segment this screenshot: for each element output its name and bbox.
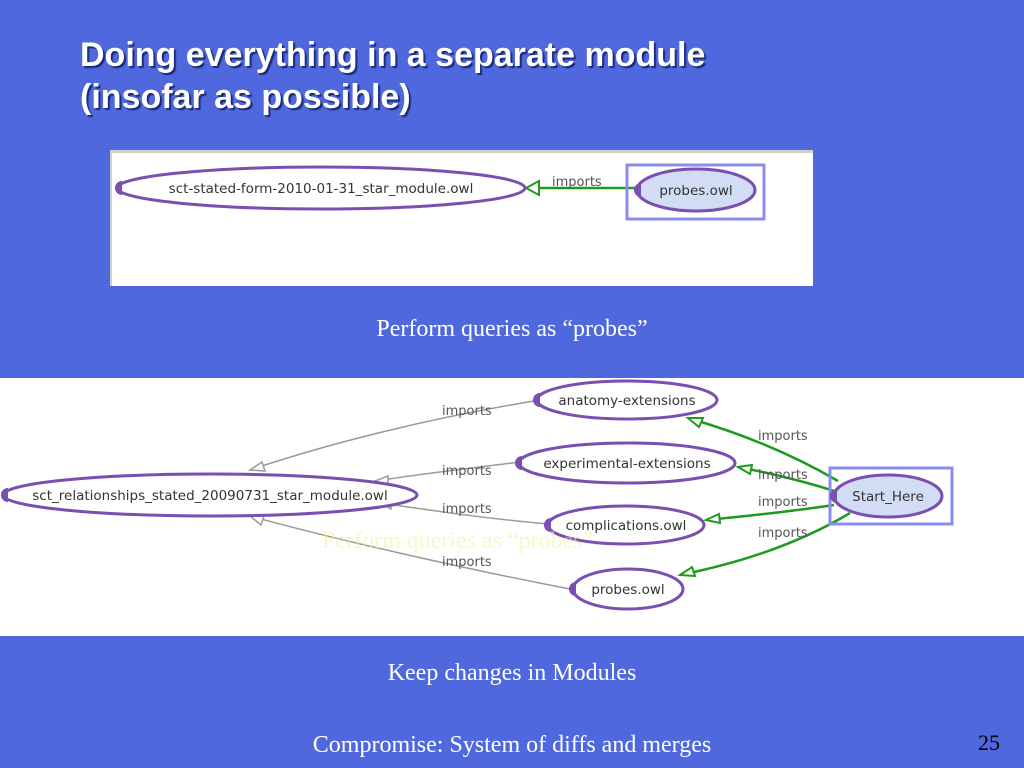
gray-edge-label: imports [442,404,492,419]
node-experimental-extensions[interactable]: experimental-extensions [515,441,737,485]
imports-edge-label: imports [552,175,602,190]
green-imports-edge [705,503,835,522]
green-edge-label: imports [758,429,808,444]
gray-imports-edge [249,515,576,591]
slide-title-line-2: (insofar as possible) [80,78,411,116]
node-label: experimental-extensions [543,456,710,472]
node-label: probes.owl [591,582,664,598]
gray-arrowhead [247,515,266,527]
node-label: sct_relationships_stated_20090731_star_m… [32,488,387,504]
node-complications-owl[interactable]: complications.owl [544,504,706,546]
node-sct-relationships-module[interactable]: sct_relationships_stated_20090731_star_m… [1,472,419,518]
node-probes-owl[interactable]: probes.owl [634,167,757,213]
gray-edge-label: imports [442,555,492,570]
module-import-diagram: imports imports imports imports imports … [1,379,954,611]
green-imports-edge [687,416,839,483]
slide-title-line-1: Doing everything in a separate module [80,36,706,74]
module-import-diagram-panel: imports imports imports imports imports … [0,378,1024,636]
imports-arrowhead [523,179,540,197]
node-sct-stated-form-module[interactable]: sct-stated-form-2010-01-31_star_module.o… [115,165,527,211]
page-number: 25 [978,730,1000,755]
green-imports-edge [679,511,851,577]
gray-arrowhead [247,460,267,472]
probes-import-diagram-panel: imports sct-stated-form-2010-01-31_star_… [110,150,813,286]
node-label: anatomy-extensions [558,393,695,409]
green-arrowhead [735,463,754,476]
gray-edge-label: imports [442,464,492,479]
gray-edge-label: imports [442,502,492,517]
node-label: Start_Here [852,489,924,505]
node-probes-owl[interactable]: probes.owl [569,567,685,611]
green-arrowhead [702,512,722,525]
green-edge-label: imports [758,495,808,510]
gray-imports-edge [379,502,549,525]
gray-imports-edge [249,399,541,471]
green-edge-label: imports [758,468,808,483]
node-start-here[interactable]: Start_Here [830,473,944,519]
green-arrowhead [676,565,697,578]
selection-highlight-box [625,163,766,221]
green-edge-label: imports [758,526,808,541]
probes-import-diagram: imports sct-stated-form-2010-01-31_star_… [115,163,766,221]
caption-compromise: Compromise: System of diffs and merges [312,732,712,758]
green-arrowhead [685,417,705,429]
node-label: probes.owl [659,183,732,199]
slide-title: Doing everything in a separate module (i… [80,34,980,118]
gray-imports-edge [374,461,521,482]
ghost-caption-perform-queries: Perform queries as “probes” [322,528,594,554]
node-label: sct-stated-form-2010-01-31_star_module.o… [169,181,474,197]
node-anatomy-extensions[interactable]: anatomy-extensions [533,379,719,421]
node-label: complications.owl [566,518,687,534]
caption-keep-changes: Keep changes in Modules [387,660,637,686]
caption-perform-queries: Perform queries as “probes” [376,316,648,342]
